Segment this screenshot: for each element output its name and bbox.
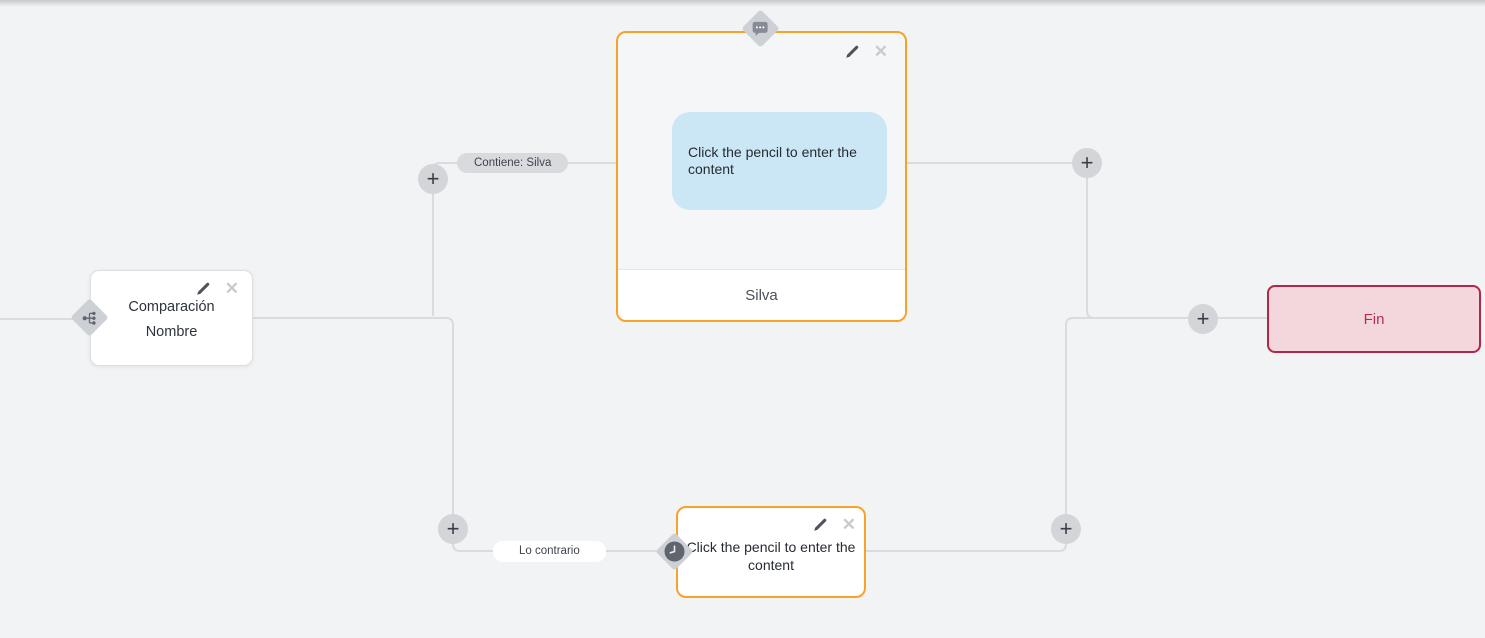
- add-step-button-bottom-left[interactable]: +: [438, 514, 468, 544]
- edge-condition-to-action: [253, 317, 663, 552]
- end-node-label: Fin: [1363, 310, 1385, 328]
- action-node[interactable]: ✕ Click the pencil to enter the content: [676, 506, 866, 598]
- chat-bubble-icon: [753, 21, 768, 36]
- condition-node[interactable]: ✕ Comparación Nombre: [90, 270, 253, 366]
- action-node-badge: [655, 532, 694, 571]
- pencil-icon[interactable]: [844, 43, 861, 60]
- message-node-name: Silva: [745, 286, 778, 304]
- add-step-button-top-left[interactable]: +: [418, 164, 448, 194]
- message-node-badge: [741, 9, 780, 48]
- pencil-icon[interactable]: [195, 280, 212, 297]
- condition-title-line1: Comparación: [128, 299, 215, 315]
- add-step-button-before-end[interactable]: +: [1188, 304, 1218, 334]
- close-icon[interactable]: ✕: [841, 515, 856, 534]
- edge-label-match: Contiene: Silva: [457, 153, 569, 173]
- add-step-button-top-right[interactable]: +: [1072, 148, 1102, 178]
- clock-icon: [664, 541, 685, 562]
- message-preview-bubble: Click the pencil to enter the content: [672, 112, 887, 210]
- message-placeholder-text: Click the pencil to enter the content: [688, 144, 857, 177]
- close-icon[interactable]: ✕: [224, 279, 239, 298]
- add-step-button-bottom-right[interactable]: +: [1051, 514, 1081, 544]
- condition-title-line2: Nombre: [145, 324, 198, 340]
- end-node[interactable]: Fin: [1267, 285, 1481, 353]
- pencil-icon[interactable]: [812, 516, 829, 533]
- message-node[interactable]: ✕ Click the pencil to enter the content …: [616, 31, 907, 322]
- condition-node-badge: [70, 298, 109, 337]
- close-icon[interactable]: ✕: [873, 42, 888, 61]
- edge-action-to-end: [866, 317, 1190, 552]
- message-node-footer: Silva: [618, 269, 905, 320]
- action-placeholder-text: Click the pencil to enter the content: [686, 539, 856, 574]
- edge-label-otherwise: Lo contrario: [493, 541, 606, 562]
- edge-condition-to-message: [432, 162, 616, 316]
- branch-icon: [82, 311, 96, 324]
- edge-message-to-end: [1086, 163, 1267, 319]
